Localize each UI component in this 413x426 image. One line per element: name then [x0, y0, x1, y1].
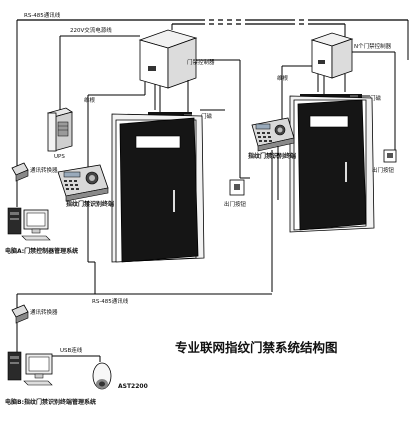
pc-a-label: 电脑A:门禁控制器管理系统 — [5, 247, 78, 255]
exit-button-1 — [229, 179, 245, 196]
wire-1-text: 维根 — [84, 96, 96, 104]
converter-top — [11, 162, 29, 207]
controller-1-wiring — [87, 59, 250, 179]
pc-a — [7, 207, 51, 241]
converter-bottom-label: 通讯转换器 — [30, 308, 58, 316]
usb-line — [52, 355, 101, 362]
ups-unit — [47, 107, 73, 152]
power-line-label: 220V交流电源线 — [70, 26, 112, 34]
pc-b-label: 电脑B:指纹门禁识别终端管理系统 — [5, 398, 96, 406]
fingerprint-terminal-2 — [251, 117, 295, 152]
exit-button-2-label: 出门按钮 — [372, 166, 395, 174]
fp-terminal-1-label: 指纹门禁识别终端 — [66, 200, 114, 208]
exit-button-1-label: 出门按钮 — [224, 200, 247, 208]
fp-terminal-2-wiring — [271, 146, 279, 292]
access-controller-n — [310, 32, 354, 79]
converter-top-label: 通讯转换器 — [30, 166, 58, 174]
wire-1-label: 维根 — [84, 96, 96, 104]
door-1 — [111, 113, 205, 263]
door-2 — [289, 95, 375, 233]
controller-n-label: N个门禁控制器 — [354, 42, 392, 50]
magnet-1-label: 门磁 — [201, 112, 213, 120]
magnet-2-label: 门磁 — [370, 94, 382, 102]
wire-2-label: 维根 — [277, 74, 289, 82]
wire-2-text: 维根 — [277, 74, 289, 82]
lock-2 — [300, 94, 362, 99]
access-controller-1 — [138, 29, 198, 89]
fingerprint-terminal-1 — [57, 164, 109, 202]
pc-b — [7, 351, 53, 386]
exit-button-2 — [383, 149, 397, 163]
controller-1-label: 门禁控制器 — [187, 58, 215, 66]
converter-bottom — [11, 304, 29, 352]
rs485-bus-top — [16, 19, 409, 168]
ast2200-device — [92, 362, 112, 390]
usb-line-label: USB连线 — [60, 346, 83, 354]
rs485-bus-bottom — [16, 262, 272, 308]
rs485-bottom-label: RS-485通讯线 — [92, 297, 129, 305]
power-line — [59, 35, 140, 110]
rs485-top-label: RS-485通讯线 — [24, 11, 61, 19]
ast2200-label: AST2200 — [118, 383, 148, 390]
controller-n-wiring — [281, 51, 396, 150]
diagram-title: 专业联网指纹门禁系统结构图 — [175, 340, 338, 355]
ups-label: UPS — [54, 154, 65, 160]
